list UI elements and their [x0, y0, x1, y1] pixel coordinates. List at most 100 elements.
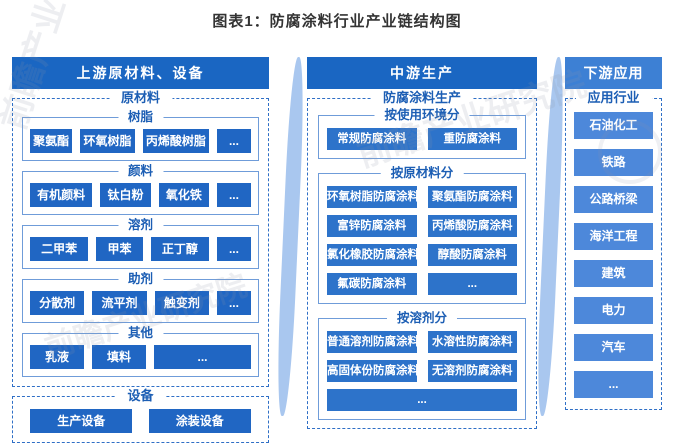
group-label: 按溶剂分 [386, 311, 458, 326]
item-row: 分散剂流平剂触变剂... [30, 291, 251, 315]
chain-item-有机颜料: 有机颜料 [30, 183, 93, 207]
upstream-sections: 原材料树脂聚氨酯环氧树脂丙烯酸树脂...颜料有机颜料钛白粉氧化铁...溶剂二甲苯… [12, 90, 269, 443]
chain-item-无溶剂防腐涂料: 无溶剂防腐涂料 [427, 360, 517, 382]
chain-item-more: ... [216, 183, 251, 207]
group-label: 颜料 [117, 164, 164, 179]
group-label: 按使用环境分 [374, 108, 470, 123]
chain-item-more: ... [216, 291, 251, 315]
chain-item-石油化工: 石油化工 [574, 112, 653, 139]
chain-item-甲苯: 甲苯 [96, 237, 143, 261]
chain-item-涂装设备: 涂装设备 [148, 409, 251, 433]
chain-item-氟碳防腐涂料: 氟碳防腐涂料 [327, 273, 417, 295]
downstream-header: 下游应用 [565, 57, 662, 89]
item-row: 二甲苯甲苯正丁醇... [30, 237, 251, 261]
section-设备: 设备生产设备涂装设备 [12, 388, 269, 443]
chain-item-填料: 填料 [92, 345, 146, 369]
column-divider-ribbon [534, 57, 567, 416]
group-body: 乳液填料... [23, 334, 258, 376]
group-body: 二甲苯甲苯正丁醇... [23, 226, 258, 268]
midstream-sections: 防腐涂料生产按使用环境分常规防腐涂料重防腐涂料按原材料分环氧树脂防腐涂料聚氨酯防… [307, 90, 537, 429]
group-按溶剂分: 按溶剂分普通溶剂防腐涂料水溶性防腐涂料高固体份防腐涂料无溶剂防腐涂料... [318, 311, 526, 420]
group-label: 树脂 [117, 110, 164, 125]
group-树脂: 树脂聚氨酯环氧树脂丙烯酸树脂... [22, 110, 259, 161]
chain-item-more: ... [574, 371, 653, 398]
chain-item-丙烯酸防腐涂料: 丙烯酸防腐涂料 [427, 215, 517, 237]
chain-item-氯化橡胶防腐涂料: 氯化橡胶防腐涂料 [327, 244, 417, 266]
item-row: 乳液填料... [30, 345, 251, 369]
section-应用行业: 应用行业石油化工铁路公路桥梁海洋工程建筑电力汽车... [565, 90, 662, 410]
group-按原材料分: 按原材料分环氧树脂防腐涂料聚氨酯防腐涂料富锌防腐涂料丙烯酸防腐涂料氯化橡胶防腐涂… [318, 166, 526, 304]
section-label: 防腐涂料生产 [370, 90, 474, 106]
chain-item-more: ... [154, 345, 251, 369]
chain-item-公路桥梁: 公路桥梁 [574, 186, 653, 213]
chain-item-环氧树脂: 环氧树脂 [80, 129, 135, 153]
chain-item-氧化铁: 氧化铁 [158, 183, 209, 207]
group-其他: 其他乳液填料... [22, 326, 259, 377]
downstream-column: 下游应用 应用行业石油化工铁路公路桥梁海洋工程建筑电力汽车... [565, 57, 662, 410]
group-body: 有机颜料钛白粉氧化铁... [23, 172, 258, 214]
chain-item-普通溶剂防腐涂料: 普通溶剂防腐涂料 [327, 331, 417, 353]
group-助剂: 助剂分散剂流平剂触变剂... [22, 272, 259, 323]
chain-item-聚氨酯: 聚氨酯 [30, 129, 73, 153]
chain-item-电力: 电力 [574, 297, 653, 324]
chain-item-丙烯酸树脂: 丙烯酸树脂 [142, 129, 209, 153]
section-防腐涂料生产: 防腐涂料生产按使用环境分常规防腐涂料重防腐涂料按原材料分环氧树脂防腐涂料聚氨酯防… [307, 90, 537, 429]
chain-item-环氧树脂防腐涂料: 环氧树脂防腐涂料 [327, 186, 417, 208]
chain-item-富锌防腐涂料: 富锌防腐涂料 [327, 215, 417, 237]
chain-item-常规防腐涂料: 常规防腐涂料 [327, 128, 417, 150]
group-label: 按原材料分 [380, 166, 464, 181]
chain-item-触变剂: 触变剂 [154, 291, 209, 315]
chain-item-重防腐涂料: 重防腐涂料 [427, 128, 517, 150]
item-row: 有机颜料钛白粉氧化铁... [30, 183, 251, 207]
group-按使用环境分: 按使用环境分常规防腐涂料重防腐涂料 [318, 108, 526, 159]
chain-item-乳液: 乳液 [30, 345, 84, 369]
chain-item-more: ... [216, 129, 251, 153]
chain-item-more: ... [327, 389, 517, 411]
group-body: 环氧树脂防腐涂料聚氨酯防腐涂料富锌防腐涂料丙烯酸防腐涂料氯化橡胶防腐涂料醇酸防腐… [319, 174, 525, 303]
group-label: 助剂 [117, 272, 164, 287]
chain-item-more: ... [427, 273, 517, 295]
group-label: 溶剂 [117, 218, 164, 233]
chain-item-生产设备: 生产设备 [30, 409, 133, 433]
section-body: 树脂聚氨酯环氧树脂丙烯酸树脂...颜料有机颜料钛白粉氧化铁...溶剂二甲苯甲苯正… [13, 99, 268, 386]
item-row: 生产设备涂装设备 [22, 409, 259, 433]
chain-item-海洋工程: 海洋工程 [574, 223, 653, 250]
section-body: 按使用环境分常规防腐涂料重防腐涂料按原材料分环氧树脂防腐涂料聚氨酯防腐涂料富锌防… [308, 99, 536, 428]
chain-item-流平剂: 流平剂 [92, 291, 147, 315]
item-row: 普通溶剂防腐涂料水溶性防腐涂料高固体份防腐涂料无溶剂防腐涂料... [327, 331, 517, 411]
chain-item-二甲苯: 二甲苯 [30, 237, 89, 261]
group-颜料: 颜料有机颜料钛白粉氧化铁... [22, 164, 259, 215]
chain-item-醇酸防腐涂料: 醇酸防腐涂料 [427, 244, 517, 266]
item-row: 环氧树脂防腐涂料聚氨酯防腐涂料富锌防腐涂料丙烯酸防腐涂料氯化橡胶防腐涂料醇酸防腐… [327, 186, 517, 295]
item-row: 常规防腐涂料重防腐涂料 [327, 128, 517, 150]
midstream-column: 中游生产 防腐涂料生产按使用环境分常规防腐涂料重防腐涂料按原材料分环氧树脂防腐涂… [307, 57, 537, 429]
item-row: 石油化工铁路公路桥梁海洋工程建筑电力汽车... [574, 112, 653, 398]
group-body: 普通溶剂防腐涂料水溶性防腐涂料高固体份防腐涂料无溶剂防腐涂料... [319, 319, 525, 419]
group-溶剂: 溶剂二甲苯甲苯正丁醇... [22, 218, 259, 269]
page-title: 图表1：防腐涂料行业产业链结构图 [212, 13, 462, 30]
section-label: 设备 [115, 388, 166, 404]
chain-item-分散剂: 分散剂 [30, 291, 85, 315]
chain-item-钛白粉: 钛白粉 [100, 183, 151, 207]
chain-item-高固体份防腐涂料: 高固体份防腐涂料 [327, 360, 417, 382]
group-body: 聚氨酯环氧树脂丙烯酸树脂... [23, 118, 258, 160]
section-label: 原材料 [108, 90, 173, 106]
chain-item-聚氨酯防腐涂料: 聚氨酯防腐涂料 [427, 186, 517, 208]
chain-item-建筑: 建筑 [574, 260, 653, 287]
chain-item-正丁醇: 正丁醇 [150, 237, 209, 261]
group-body: 分散剂流平剂触变剂... [23, 280, 258, 322]
midstream-header: 中游生产 [307, 57, 537, 89]
section-body: 石油化工铁路公路桥梁海洋工程建筑电力汽车... [566, 99, 661, 409]
item-row: 聚氨酯环氧树脂丙烯酸树脂... [30, 129, 251, 153]
chain-item-水溶性防腐涂料: 水溶性防腐涂料 [427, 331, 517, 353]
upstream-column: 上游原材料、设备 原材料树脂聚氨酯环氧树脂丙烯酸树脂...颜料有机颜料钛白粉氧化… [12, 57, 269, 443]
downstream-sections: 应用行业石油化工铁路公路桥梁海洋工程建筑电力汽车... [565, 90, 662, 410]
group-body: 常规防腐涂料重防腐涂料 [319, 116, 525, 158]
chain-item-汽车: 汽车 [574, 334, 653, 361]
column-divider-ribbon [274, 57, 307, 416]
upstream-header: 上游原材料、设备 [12, 57, 269, 89]
section-label: 应用行业 [575, 90, 652, 106]
section-原材料: 原材料树脂聚氨酯环氧树脂丙烯酸树脂...颜料有机颜料钛白粉氧化铁...溶剂二甲苯… [12, 90, 269, 387]
group-label: 其他 [117, 326, 164, 341]
